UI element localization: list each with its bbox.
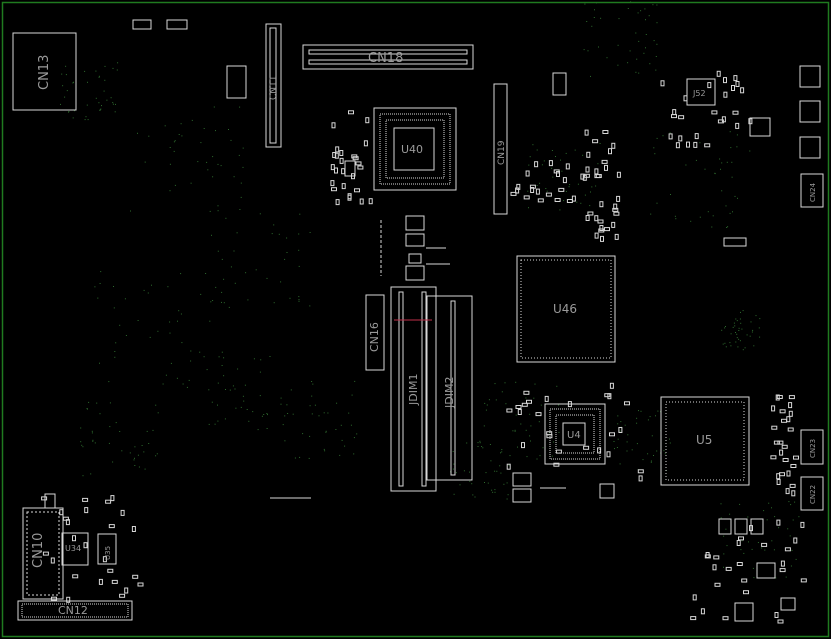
chip-u35-label: U35 [104,546,112,560]
connector-cn11-label: CN11 [269,76,279,100]
via-dots [60,1,800,579]
connector-cn24-label: CN24 [809,182,817,202]
dimm-slot-jdim2-label: JDIM2 [443,377,456,409]
connector-cn22-label: CN22 [809,485,817,504]
connector-cn18-label: CN18 [368,51,403,66]
chip-u34-label: U34 [65,544,81,553]
connector-cn12 [17,600,133,621]
connector-cn16-label: CN16 [368,322,381,352]
jack-j52-label: J52 [692,89,706,98]
chip-u4-label: U4 [567,430,581,441]
chip-u40-label: U40 [401,143,423,156]
connector-cn19-label: CN19 [497,140,507,165]
chip-u46-label: U46 [553,302,577,316]
chip-u34 [61,532,89,566]
connector-cn19 [493,83,508,215]
dimm-slot-jdim1-label: JDIM1 [407,374,420,406]
connector-cn16 [365,294,385,371]
connector-cn18 [302,44,474,70]
chip-u4 [544,403,606,465]
jack-j52 [686,78,716,106]
connector-cn11 [265,23,282,148]
chip-u5 [660,396,750,486]
connector-cn23-label: CN23 [809,439,817,458]
connector-cn23 [800,429,824,465]
connector-cn22 [800,476,824,511]
small-components [41,70,807,624]
connector-cn24 [800,173,824,208]
chip-u46 [516,255,616,363]
connector-cn13 [12,32,77,111]
chip-u5-label: U5 [696,433,712,447]
chip-u35 [97,533,117,565]
connector-cn13-label: CN13 [37,55,52,90]
connector-cn10 [22,507,64,600]
dimm-slot-jdim1 [390,286,437,492]
connector-cn10-label: CN10 [31,533,46,568]
connector-cn12-label: CN12 [58,604,88,617]
chip-u40 [373,107,457,191]
dimm-slot-jdim2 [426,295,473,481]
